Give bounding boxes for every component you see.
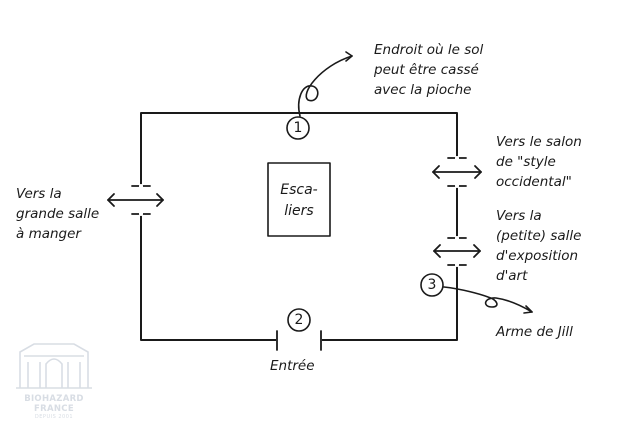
marker-2-number: 2 <box>294 312 304 328</box>
stairs-label: Esca- liers <box>268 180 330 222</box>
door-east-upper-icon <box>432 156 482 188</box>
watermark-tagline: DEPUIS 2001 <box>34 414 74 420</box>
west-room-label: Vers la grande salle à manger <box>16 184 99 244</box>
watermark: BIOHAZARD FRANCE DEPUIS 2001 <box>6 392 102 420</box>
marker-3-circle <box>420 273 444 297</box>
east-room-upper-label: Vers le salon de "style occidental" <box>496 132 582 192</box>
pickaxe-note-line-2: peut être cassé <box>374 62 479 78</box>
pickaxe-note-line-3: avec la pioche <box>374 82 472 98</box>
west-room-line-1: Vers la <box>16 186 62 202</box>
marker-1-number: 1 <box>293 120 303 136</box>
west-room-line-2: grande salle <box>16 206 100 222</box>
east-room-lower-line-3: d'exposition <box>496 248 579 264</box>
east-room-lower-line-4: d'art <box>496 268 528 284</box>
entrance-gap <box>276 330 322 351</box>
marker-2-circle <box>287 308 311 332</box>
entrance-label: Entrée <box>270 358 315 374</box>
jill-weapon-label: Arme de Jill <box>496 324 573 340</box>
door-west-icon <box>107 184 164 216</box>
stairs-line-2: liers <box>284 203 314 219</box>
pickaxe-note-line-1: Endroit où le sol <box>374 42 484 58</box>
marker-3-number: 3 <box>427 277 437 293</box>
room-outline <box>140 112 458 341</box>
jill-weapon-pointer <box>443 286 533 314</box>
east-room-upper-line-2: de "style <box>496 154 556 170</box>
pickaxe-note: Endroit où le sol peut être cassé avec l… <box>374 40 483 100</box>
marker-1-circle <box>286 116 310 140</box>
west-room-line-3: à manger <box>16 226 81 242</box>
east-room-lower-line-2: (petite) salle <box>496 228 582 244</box>
east-room-lower-line-1: Vers la <box>496 208 542 224</box>
door-east-lower-icon <box>433 236 481 267</box>
stairs-box <box>267 162 331 237</box>
east-room-upper-line-1: Vers le salon <box>496 134 582 150</box>
east-room-upper-line-3: occidental" <box>496 174 572 190</box>
watermark-name: BIOHAZARD FRANCE <box>24 394 84 414</box>
east-room-lower-label: Vers la (petite) salle d'exposition d'ar… <box>496 206 581 286</box>
stairs-line-1: Esca- <box>280 182 318 198</box>
pickaxe-note-pointer <box>297 51 353 117</box>
mansion-logo-icon <box>16 343 92 389</box>
